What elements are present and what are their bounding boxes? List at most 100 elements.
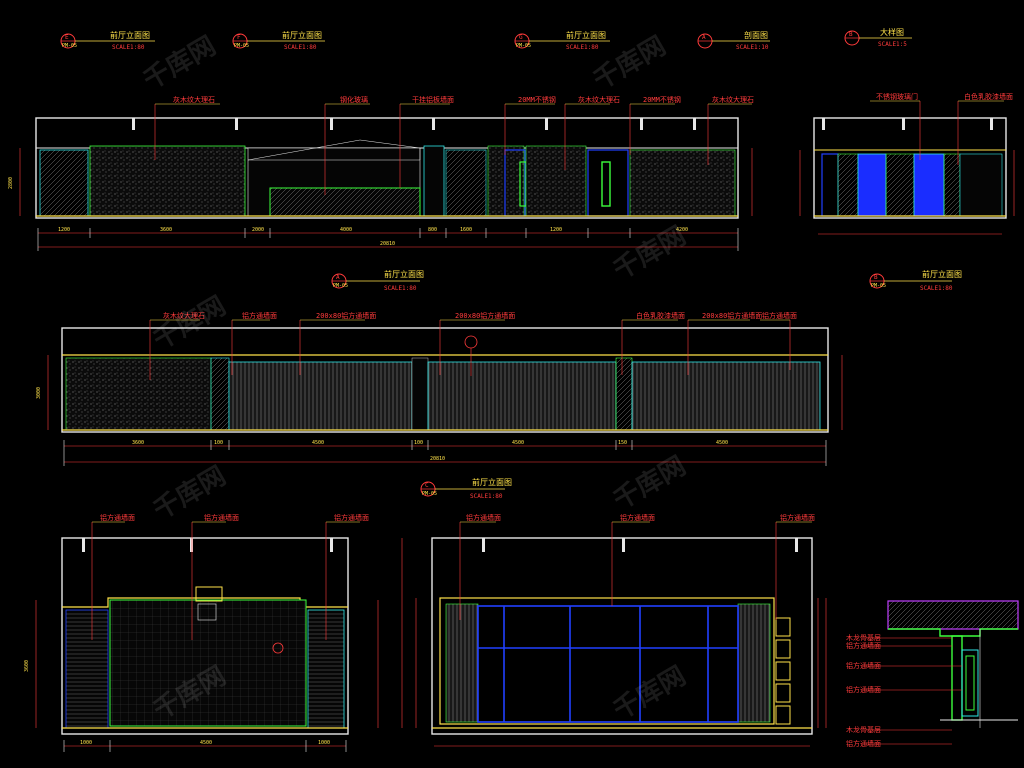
ref-g: PM-05 <box>516 43 531 49</box>
elevation-top: 灰木纹大理石 钢化玻璃 干挂铝板墙面 20MM不锈钢 灰木纹大理石 20MM不锈… <box>8 95 754 251</box>
scale-b-detail: SCALE1:5 <box>878 41 907 48</box>
ref-c: PM-05 <box>422 491 437 497</box>
ref-a: PM-05 <box>333 283 348 289</box>
scale-a-section: SCALE1:10 <box>736 44 769 51</box>
marker-g: G <box>519 34 523 41</box>
callout-bottom-left-3: 铝方通墙面 <box>334 513 369 522</box>
callout-detail-6: 铝方通墙面 <box>846 739 881 748</box>
callout-mid-2: 铝方通墙面 <box>242 311 277 320</box>
detail-bottom-right: 木龙骨基层 铝方通墙面 铝方通墙面 铝方通墙面 木龙骨基层 铝方通墙面 <box>846 600 1019 748</box>
title-f-text: 前厅立面图 <box>282 30 322 40</box>
callout-mid-3: 200x80铝方通墙面 <box>316 311 376 320</box>
callout-top-2: 钢化玻璃 <box>340 95 368 104</box>
marker-c: C <box>425 482 429 489</box>
dim-bottom-left-seg-1: 1000 <box>80 740 92 746</box>
callout-top-4: 20MM不锈钢 <box>518 95 556 104</box>
dim-top-seg-7: 1200 <box>550 227 562 233</box>
title-c: C PM-05 前厅立面图 SCALE1:80 <box>420 477 512 500</box>
callout-mid-4: 200x80铝方通墙面 <box>455 311 515 320</box>
dim-top-height: 2800 <box>8 177 14 189</box>
dim-top-total: 20810 <box>380 241 395 247</box>
marker-e: E <box>65 34 69 41</box>
dim-mid-total: 20810 <box>430 456 445 462</box>
scale-g: SCALE1:80 <box>566 44 599 51</box>
dim-bottom-left-seg-3: 1000 <box>318 740 330 746</box>
title-b-detail: B 大样图 SCALE1:5 <box>844 27 912 48</box>
dim-mid-height: 3000 <box>36 387 42 399</box>
callout-mid-7: 铝方通墙面 <box>762 311 797 320</box>
watermark-4: 千库网 <box>609 221 692 286</box>
dim-bottom-height: 3600 <box>24 660 30 672</box>
title-a-section-text: 剖面图 <box>744 30 768 40</box>
dim-top-seg-6: 1600 <box>460 227 472 233</box>
callout-top-7: 灰木纹大理石 <box>712 95 754 104</box>
elevation-bottom-left: 铝方通墙面 铝方通墙面 铝方通墙面 1000 4500 1000 3600 <box>24 513 379 752</box>
dim-top-seg-5: 800 <box>428 227 437 233</box>
title-a-section: A 剖面图 SCALE1:10 <box>697 30 770 51</box>
ref-bb: PM-05 <box>871 283 886 289</box>
title-a-text: 前厅立面图 <box>384 269 424 279</box>
title-e: E PM-05 前厅立面图 SCALE1:80 <box>60 30 155 51</box>
callout-detail-1: 木龙骨基层 <box>846 633 881 642</box>
ref-f: PM-05 <box>234 43 249 49</box>
callout-detail-5: 木龙骨基层 <box>846 725 881 734</box>
title-a: A PM-05 前厅立面图 SCALE1:80 <box>331 269 424 292</box>
title-f: F PM-05 前厅立面图 SCALE1:80 <box>232 30 325 51</box>
elevation-bottom-middle: 铝方通墙面 铝方通墙面 铝方通墙面 <box>401 513 827 747</box>
callout-bottom-left-1: 铝方通墙面 <box>100 513 135 522</box>
callout-detail-3: 铝方通墙面 <box>846 661 881 670</box>
callout-detail-4: 铝方通墙面 <box>846 685 881 694</box>
title-b-detail-text: 大样图 <box>880 27 904 37</box>
marker-f: F <box>237 34 241 41</box>
title-g: G PM-05 前厅立面图 SCALE1:80 <box>514 30 610 51</box>
scale-c: SCALE1:80 <box>470 493 503 500</box>
callout-bottom-left-2: 铝方通墙面 <box>204 513 239 522</box>
dim-mid-seg-3: 4500 <box>312 440 324 446</box>
callout-bottom-mid-2: 铝方通墙面 <box>620 513 655 522</box>
marker-b-detail: B <box>849 31 853 38</box>
elevation-middle: 灰木纹大理石 铝方通墙面 200x80铝方通墙面 200x80铝方通墙面 白色乳… <box>36 311 843 466</box>
callout-bottom-mid-3: 铝方通墙面 <box>780 513 815 522</box>
title-g-text: 前厅立面图 <box>566 30 606 40</box>
callout-mid-1: 灰木纹大理石 <box>163 311 205 320</box>
dim-mid-seg-2: 100 <box>214 440 223 446</box>
scale-e: SCALE1:80 <box>112 44 145 51</box>
dim-bottom-left-seg-2: 4500 <box>200 740 212 746</box>
marker-a-section: A <box>702 34 706 41</box>
dim-mid-seg-1: 3600 <box>132 440 144 446</box>
scale-bb: SCALE1:80 <box>920 285 953 292</box>
callout-top-1: 灰木纹大理石 <box>173 95 215 104</box>
dim-top-seg-3: 2000 <box>252 227 264 233</box>
dim-top-seg-4: 4000 <box>340 227 352 233</box>
callout-mid-6: 200x80铝方通墙面 <box>702 311 762 320</box>
title-bb-text: 前厅立面图 <box>922 269 962 279</box>
elevation-top-right: 不锈钢玻璃门 白色乳胶漆墙面 <box>799 92 1015 235</box>
scale-f: SCALE1:80 <box>284 44 317 51</box>
callout-top-6: 20MM不锈钢 <box>643 95 681 104</box>
callout-top-3: 干挂铝板墙面 <box>412 95 454 104</box>
scale-a: SCALE1:80 <box>384 285 417 292</box>
marker-bb: B <box>874 274 878 281</box>
callout-bottom-mid-1: 铝方通墙面 <box>466 513 501 522</box>
title-c-text: 前厅立面图 <box>472 477 512 487</box>
dim-mid-seg-7: 4500 <box>716 440 728 446</box>
callout-top-5: 灰木纹大理石 <box>578 95 620 104</box>
dim-top-seg-1: 1200 <box>58 227 70 233</box>
dim-mid-seg-5: 4500 <box>512 440 524 446</box>
watermark-6: 千库网 <box>609 451 692 516</box>
watermark-8: 千库网 <box>609 661 692 726</box>
ref-e: PM-05 <box>62 43 77 49</box>
dim-top-seg-2: 3600 <box>160 227 172 233</box>
title-bb: B PM-05 前厅立面图 SCALE1:80 <box>869 269 962 292</box>
dim-mid-seg-4: 100 <box>414 440 423 446</box>
callout-top-right-1: 不锈钢玻璃门 <box>876 92 918 101</box>
marker-a: A <box>336 274 340 281</box>
callout-top-right-2: 白色乳胶漆墙面 <box>964 92 1013 101</box>
callout-mid-5: 白色乳胶漆墙面 <box>636 311 685 320</box>
callout-detail-2: 铝方通墙面 <box>846 641 881 650</box>
watermark-3: 千库网 <box>149 291 232 356</box>
dim-mid-seg-6: 150 <box>618 440 627 446</box>
dim-top-seg-8: 4200 <box>676 227 688 233</box>
